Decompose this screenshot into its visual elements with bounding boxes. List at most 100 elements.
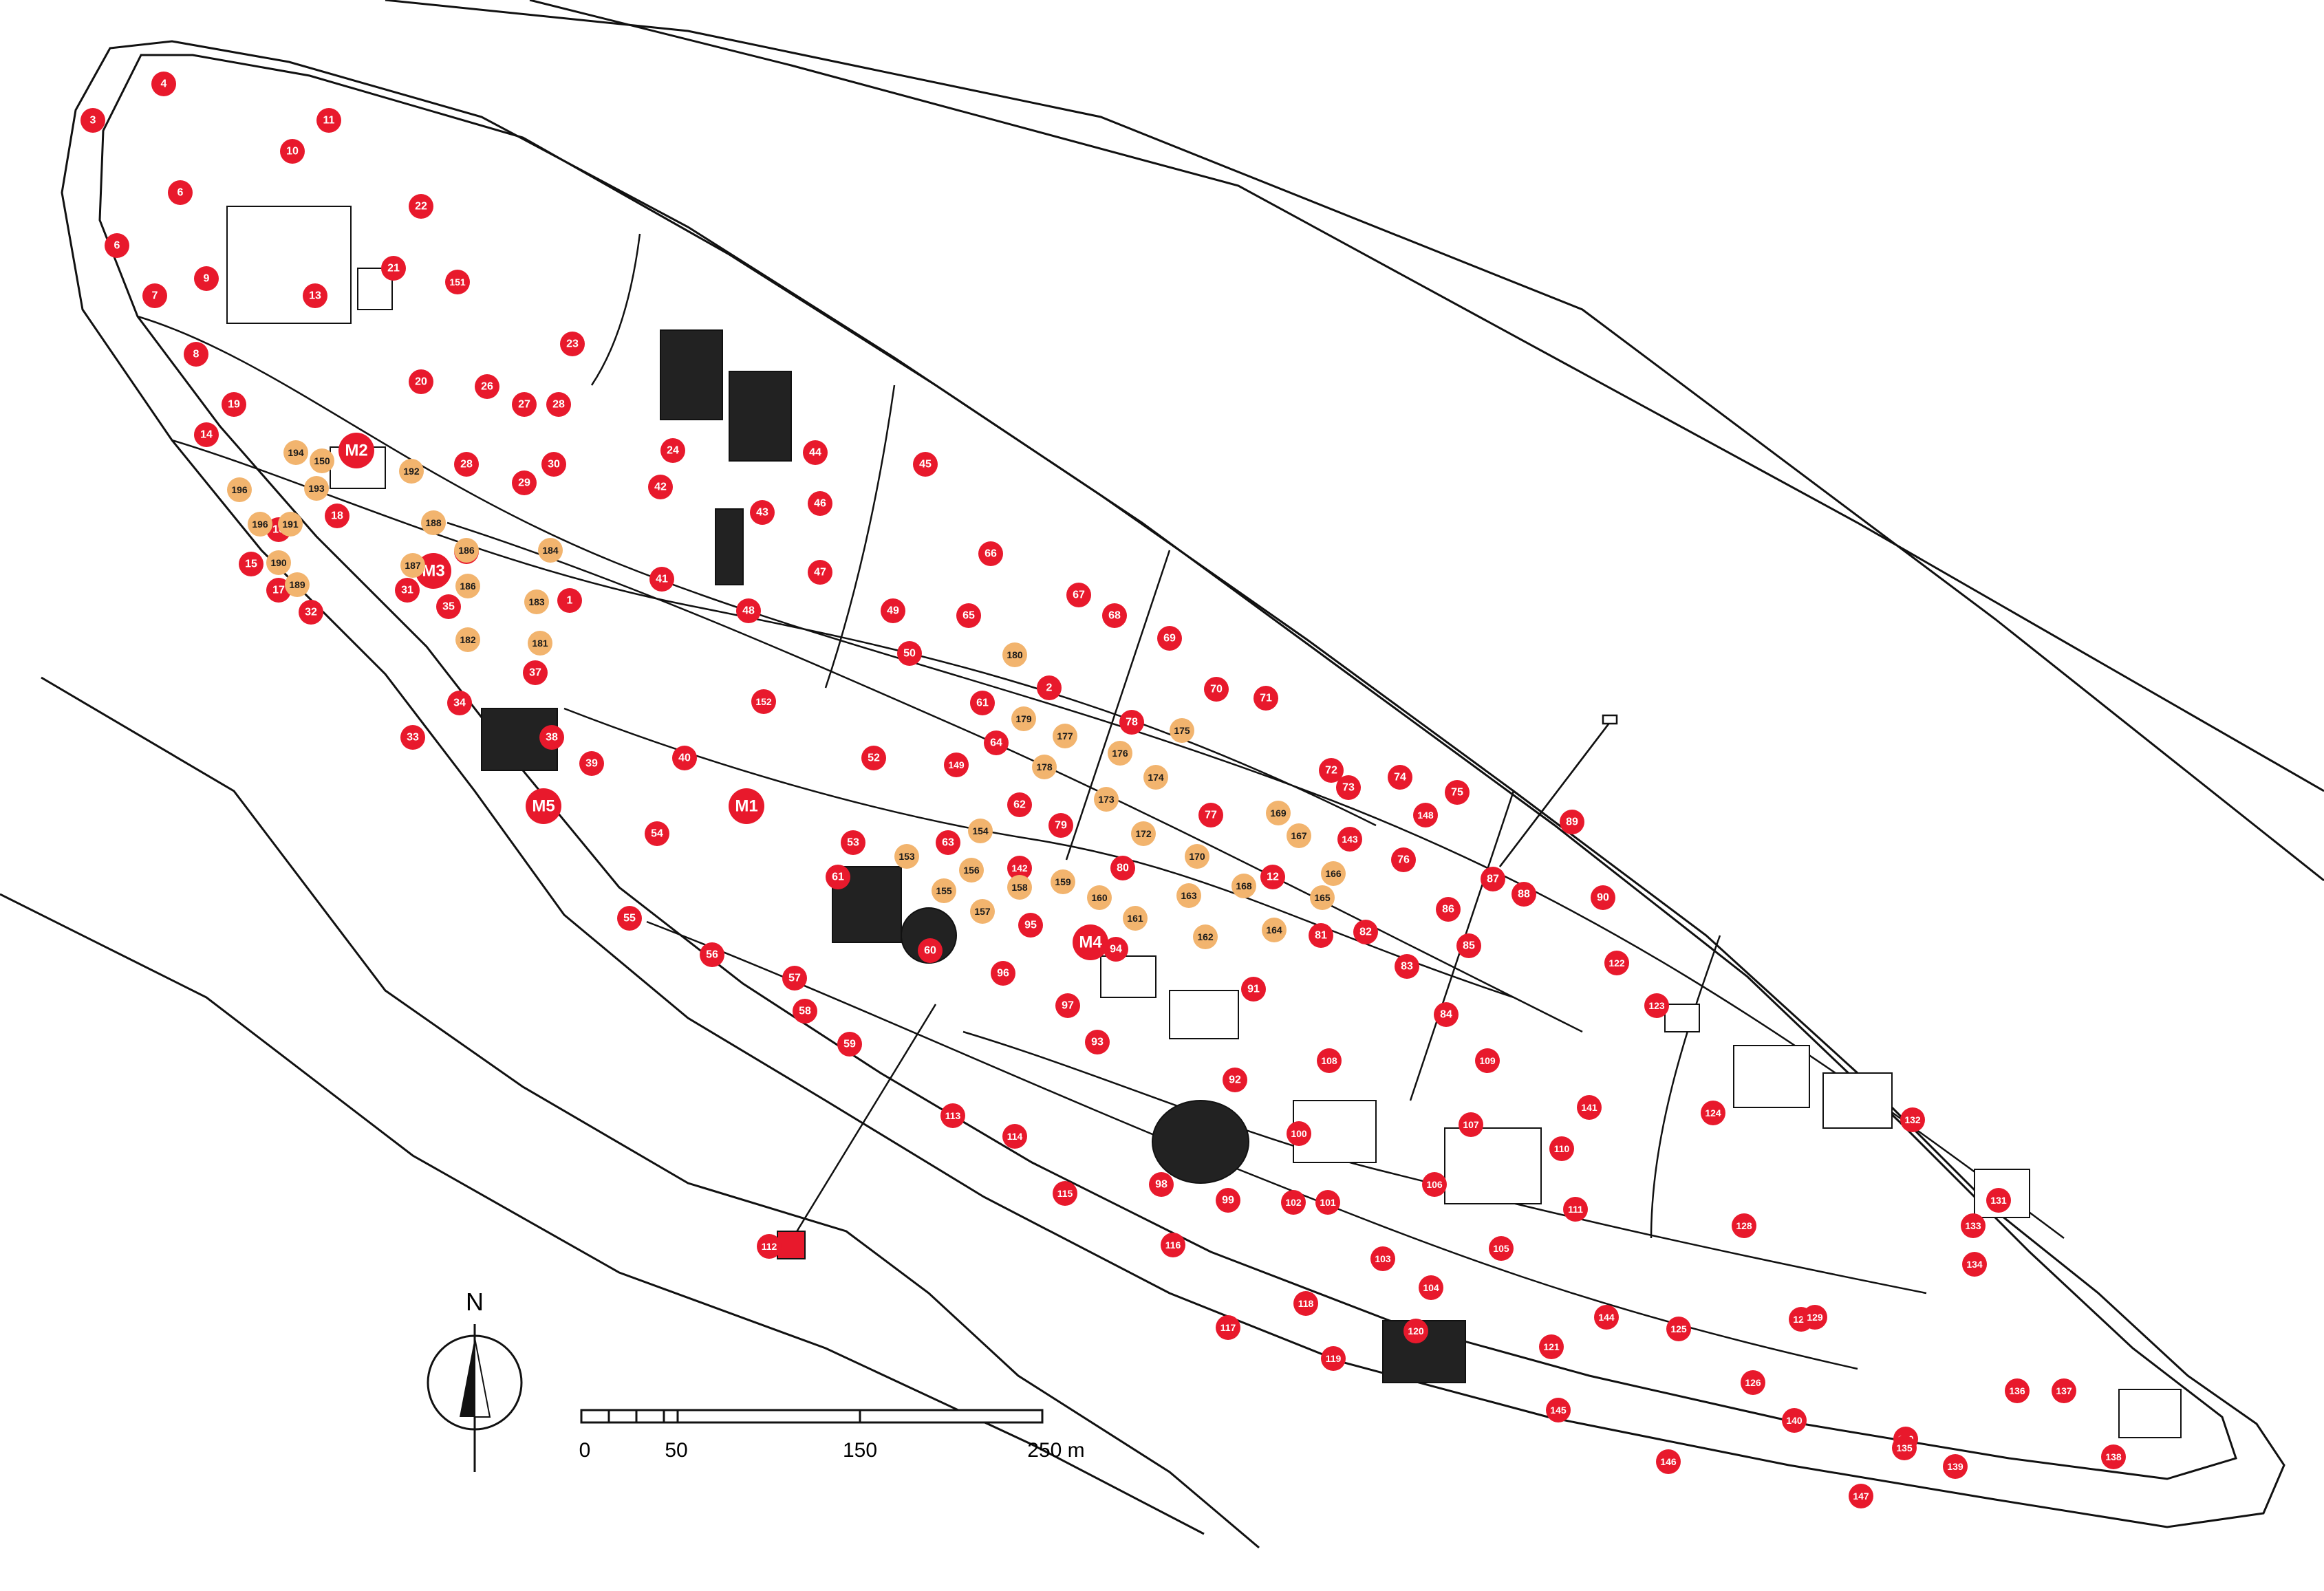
marker-circle xyxy=(400,725,425,750)
marker-circle xyxy=(436,594,461,619)
marker-circle xyxy=(1741,1370,1765,1395)
marker-145: 145 xyxy=(1546,1398,1571,1422)
marker-19: 19 xyxy=(222,392,246,417)
marker-circle xyxy=(660,438,685,463)
marker-77: 77 xyxy=(1198,803,1223,827)
marker-9: 9 xyxy=(194,266,219,291)
marker-circle xyxy=(1011,706,1036,731)
island-outline xyxy=(61,40,2285,1528)
marker-86: 86 xyxy=(1436,897,1461,922)
marker-96: 96 xyxy=(991,961,1015,986)
marker-circle xyxy=(303,283,327,308)
marker-95: 95 xyxy=(1018,913,1043,938)
marker-circle xyxy=(248,512,272,537)
marker-123: 123 xyxy=(1644,993,1669,1018)
marker-70: 70 xyxy=(1204,677,1229,702)
building xyxy=(660,329,723,420)
marker-circle xyxy=(524,589,549,614)
marker-67: 67 xyxy=(1066,583,1091,607)
marker-29: 29 xyxy=(512,470,537,495)
marker-circle xyxy=(803,440,828,465)
marker-circle xyxy=(2052,1378,2076,1403)
marker-circle xyxy=(1055,993,1080,1018)
marker-circle xyxy=(1422,1172,1447,1197)
marker-circle xyxy=(1007,875,1032,900)
marker-18: 18 xyxy=(325,504,349,528)
marker-circle xyxy=(978,541,1003,566)
marker-circle xyxy=(299,600,323,625)
marker-circle xyxy=(808,491,832,516)
marker-167: 167 xyxy=(1287,823,1311,848)
marker-34: 34 xyxy=(447,691,472,715)
marker-circle xyxy=(1701,1101,1725,1125)
marker-158: 158 xyxy=(1007,875,1032,900)
marker-30: 30 xyxy=(541,452,566,477)
marker-108: 108 xyxy=(1317,1048,1342,1073)
marker-28: 28 xyxy=(546,392,571,417)
marker-32: 32 xyxy=(299,600,323,625)
marker-75: 75 xyxy=(1445,780,1470,805)
marker-circle xyxy=(1961,1213,1986,1238)
pier xyxy=(1499,714,1618,867)
marker-82: 82 xyxy=(1353,920,1378,944)
marker-190: 190 xyxy=(266,550,291,575)
marker-circle xyxy=(1110,856,1135,880)
building xyxy=(1822,1072,1893,1129)
marker-circle xyxy=(1157,626,1182,651)
marker-103: 103 xyxy=(1370,1246,1395,1271)
marker-153: 153 xyxy=(894,844,919,869)
marker-90: 90 xyxy=(1591,885,1615,910)
marker-58: 58 xyxy=(793,999,817,1024)
marker-114: 114 xyxy=(1002,1124,1027,1149)
marker-99: 99 xyxy=(1216,1188,1240,1213)
marker-105: 105 xyxy=(1489,1236,1514,1261)
marker-169: 169 xyxy=(1266,801,1291,825)
marker-187: 187 xyxy=(400,553,425,578)
marker-circle xyxy=(1321,1346,1346,1371)
marker-55: 55 xyxy=(617,906,642,931)
marker-circle xyxy=(338,433,374,468)
marker-circle xyxy=(1309,923,1333,948)
marker-179: 179 xyxy=(1011,706,1036,731)
marker-circle xyxy=(918,938,943,963)
marker-circle xyxy=(956,603,981,628)
marker-184: 184 xyxy=(538,538,563,563)
marker-circle xyxy=(1131,821,1156,846)
building xyxy=(226,206,352,324)
marker-53: 53 xyxy=(841,830,865,855)
marker-172: 172 xyxy=(1131,821,1156,846)
marker-circle xyxy=(455,627,480,652)
marker-21: 21 xyxy=(381,256,406,281)
marker-circle xyxy=(454,452,479,477)
north-arrow-icon: N xyxy=(427,1288,523,1472)
marker-189: 189 xyxy=(285,572,310,597)
marker-132: 132 xyxy=(1900,1107,1925,1132)
marker-146: 146 xyxy=(1656,1449,1681,1474)
marker-192: 192 xyxy=(399,459,424,484)
marker-150: 150 xyxy=(310,448,334,473)
marker-33: 33 xyxy=(400,725,425,750)
marker-circle xyxy=(1281,1190,1306,1215)
marker-65: 65 xyxy=(956,603,981,628)
marker-164: 164 xyxy=(1262,918,1287,942)
marker-circle xyxy=(729,788,764,824)
marker-circle xyxy=(1007,856,1032,880)
marker-104: 104 xyxy=(1419,1275,1443,1300)
marker-circle xyxy=(808,560,832,585)
marker-183: 183 xyxy=(524,589,549,614)
marker-circle xyxy=(1803,1305,1827,1330)
marker-circle xyxy=(837,1032,862,1057)
marker-193: 193 xyxy=(304,476,329,501)
marker-circle xyxy=(1087,885,1112,910)
marker-circle xyxy=(940,1103,965,1128)
marker-106: 106 xyxy=(1422,1172,1447,1197)
marker-circle xyxy=(1293,1291,1318,1316)
marker-circle xyxy=(1266,801,1291,825)
marker-6: 6 xyxy=(168,180,193,205)
marker-circle xyxy=(1539,1334,1564,1359)
marker-138: 138 xyxy=(2101,1444,2126,1469)
marker-107: 107 xyxy=(1459,1112,1483,1137)
marker-circle xyxy=(409,194,433,219)
marker-circle xyxy=(227,477,252,502)
marker-121: 121 xyxy=(1539,1334,1564,1359)
